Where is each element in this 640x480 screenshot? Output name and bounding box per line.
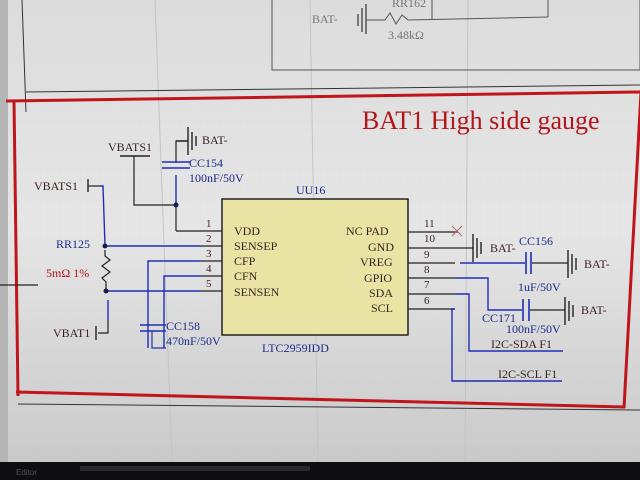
net-label-vbat1[interactable]: VBAT1: [53, 326, 91, 340]
pin-8-number: 8: [424, 264, 430, 276]
bat-minus-label-1: BAT-: [202, 133, 228, 147]
section-frame: [5, 90, 640, 411]
net-label-vbats1-left[interactable]: VBATS1: [34, 179, 79, 193]
pin-3-number: 3: [206, 248, 212, 260]
status-bar-label: Editor: [16, 468, 37, 477]
top-resistor-ref: RR162: [392, 0, 427, 10]
top-resistor-circuit: [271, 0, 640, 71]
cc154-ref: CC154: [189, 156, 224, 170]
cc171-value: 100nF/50V: [506, 322, 561, 336]
cc156-ref: CC156: [519, 234, 554, 248]
left-margin: [0, 0, 8, 462]
pin-9-name: VREG: [360, 255, 393, 269]
net-label-i2c-sda[interactable]: I2C-SDA F1: [491, 337, 553, 351]
pin-1-name: VDD: [234, 224, 260, 238]
pin-10-number: 10: [424, 233, 435, 245]
pin-2-name: SENSEP: [234, 239, 278, 253]
bat-minus-label-4: BAT-: [581, 303, 607, 317]
pin-3-name: CFP: [234, 254, 256, 268]
pin-6-name: SCL: [371, 301, 394, 315]
pin-2-number: 2: [206, 233, 212, 245]
pin-10-name: GND: [368, 240, 394, 254]
pin-4-name: CFN: [234, 269, 258, 283]
section-title: BAT1 High side gauge: [362, 106, 600, 135]
top-resistor-value: 3.48kΩ: [388, 28, 424, 42]
right-black-wires: [530, 262, 568, 311]
bat-minus-label-3: BAT-: [584, 257, 610, 271]
no-connect-marker: [451, 225, 463, 237]
junction-dots: [102, 202, 179, 294]
pin-9-number: 9: [424, 249, 430, 261]
horizontal-scrollbar[interactable]: [80, 466, 310, 471]
ic-left-pin-stubs: [176, 230, 222, 292]
net-label-vbats1-top[interactable]: VBATS1: [108, 140, 153, 154]
cc158-ref: CC158: [166, 319, 201, 333]
resistor-rr125[interactable]: [101, 250, 111, 291]
upper-sheet-bottom: [25, 84, 640, 93]
pin-11-name: NC PAD: [346, 224, 389, 238]
rr125-value: 5mΩ 1%: [46, 266, 90, 280]
capacitor-cc158[interactable]: [140, 324, 166, 332]
capacitor-cc171[interactable]: [522, 299, 530, 321]
blue-wires: [100, 175, 563, 382]
ic-right-pin-stubs: [408, 231, 473, 310]
cc154-value: 100nF/50V: [189, 171, 244, 185]
capacitor-cc154[interactable]: [162, 161, 190, 169]
ic-ref: UU16: [296, 183, 326, 197]
bat-minus-symbol-cc156: [567, 250, 577, 278]
pin-7-number: 7: [424, 279, 430, 291]
bat-minus-symbol-cc171: [564, 297, 574, 325]
pin-7-name: SDA: [369, 286, 394, 300]
cc171-ref: CC171: [482, 311, 517, 325]
top-ground-label: BAT-: [312, 12, 338, 26]
upper-sheet-border: [21, 0, 27, 113]
pin-1-number: 1: [206, 218, 212, 230]
pin-6-number: 6: [424, 295, 430, 307]
pin-4-number: 4: [206, 263, 212, 275]
bat-minus-label-2: BAT-: [490, 241, 516, 255]
pin-5-name: SENSEN: [234, 285, 280, 299]
port-bars: [87, 155, 150, 340]
cc158-wire: [151, 331, 166, 349]
bat-minus-symbol-cc154: [176, 127, 197, 155]
rr125-ref: RR125: [56, 237, 91, 251]
capacitor-cc156[interactable]: [525, 252, 532, 274]
pin-5-number: 5: [206, 278, 212, 290]
bat-minus-symbol-gnd-pin: [472, 234, 482, 262]
pin-8-name: GPIO: [364, 271, 393, 285]
pin-11-number: 11: [424, 218, 435, 230]
cc158-value: 470nF/50V: [166, 334, 221, 348]
ic-part-number: LTC2959IDD: [262, 341, 329, 355]
ic-body-uu16[interactable]: [221, 198, 409, 336]
net-label-i2c-scl[interactable]: I2C-SCL F1: [498, 367, 558, 381]
cc156-value: 1uF/50V: [518, 280, 561, 294]
